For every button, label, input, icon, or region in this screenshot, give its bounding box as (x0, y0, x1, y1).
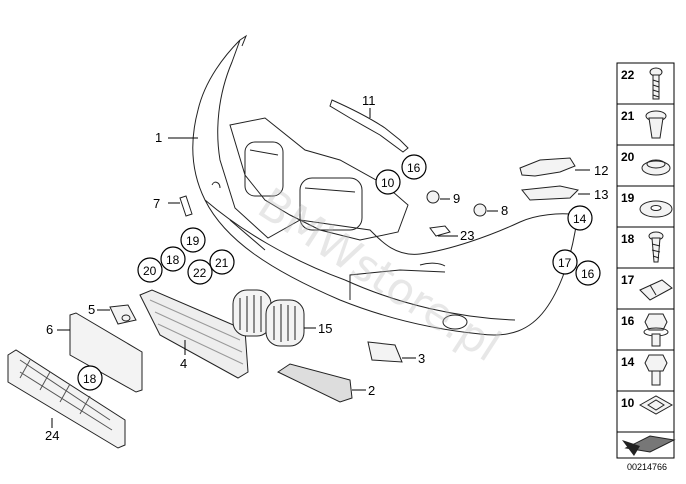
circled-ref-20: 20 (137, 257, 163, 283)
svg-text:10: 10 (381, 176, 395, 190)
callout-label: 11 (362, 93, 376, 108)
callout-label: 5 (88, 302, 95, 317)
callout-label: 9 (453, 191, 460, 206)
circled-ref-18: 18 (160, 246, 186, 272)
callout-label: 4 (180, 356, 187, 371)
callout-label: 1 (155, 130, 162, 145)
svg-text:17: 17 (558, 256, 572, 270)
arrow-pointer-icon (622, 435, 676, 456)
legend-number: 21 (621, 109, 635, 123)
svg-text:20: 20 (143, 264, 157, 278)
hex-bolt-icon (644, 354, 668, 386)
callout-label: 8 (501, 203, 508, 218)
part-11-strip: 11 (329, 93, 409, 153)
upper-grille-carrier (229, 117, 409, 241)
bumper-cover (192, 34, 579, 336)
svg-text:16: 16 (407, 161, 421, 175)
circled-ref-16: 16 (401, 154, 427, 180)
screw-icon (649, 67, 663, 100)
part-7-cap: 7 (153, 195, 193, 217)
part-6-plate-holder: 6 (46, 312, 143, 393)
circled-ref-21: 21 (209, 249, 235, 275)
legend-number: 20 (621, 150, 635, 164)
square-nut-icon (638, 395, 674, 415)
circled-ref-18: 18 (77, 365, 103, 391)
circled-ref-16: 16 (575, 260, 601, 286)
part-5-tow-cover: 5 (88, 302, 137, 325)
legend-number: 10 (621, 396, 635, 410)
legend-number: 18 (621, 232, 635, 246)
part-9-clip: 9 (426, 190, 460, 206)
legend-number: 16 (621, 314, 635, 328)
part-24-carrier: 24 (7, 349, 126, 449)
hex-bolt-washer-icon (643, 313, 669, 347)
circled-ref-10: 10 (375, 169, 401, 195)
callout-23: 23 (438, 228, 474, 243)
part-12-bracket: 12 (519, 157, 608, 178)
part-2-side-grille: 2 (276, 363, 375, 403)
part-4-lower-grille: 4 (139, 289, 249, 379)
plastic-screw-icon (648, 231, 664, 263)
callout-1: 1 (155, 130, 198, 145)
rubber-grommet-icon (641, 159, 671, 176)
callout-label: 15 (318, 321, 332, 336)
svg-text:21: 21 (215, 256, 229, 270)
part-8-clip: 8 (473, 203, 508, 218)
svg-text:18: 18 (166, 253, 180, 267)
callout-label: 23 (460, 228, 474, 243)
svg-text:14: 14 (573, 212, 587, 226)
fastener-legend: 22 21 20 19 18 17 16 14 10 (616, 62, 676, 459)
part-13-bracket: 13 (521, 185, 608, 202)
legend-number: 22 (621, 68, 635, 82)
diagram-id: 00214766 (627, 462, 667, 472)
expanding-rivet-icon (645, 110, 667, 139)
legend-number: 14 (621, 355, 635, 369)
circled-ref-22: 22 (187, 259, 213, 285)
circled-ref-17: 17 (552, 249, 578, 275)
legend-number: 19 (621, 191, 635, 205)
callout-label: 2 (368, 383, 375, 398)
part-3-cover: 3 (367, 341, 425, 366)
callout-label: 3 (418, 351, 425, 366)
callout-label: 6 (46, 322, 53, 337)
callout-label: 12 (594, 163, 608, 178)
legend-number: 17 (621, 273, 635, 287)
circled-ref-14: 14 (567, 205, 593, 231)
washer-icon (639, 200, 673, 218)
svg-text:16: 16 (581, 267, 595, 281)
callout-label: 13 (594, 187, 608, 202)
svg-text:19: 19 (186, 234, 200, 248)
svg-text:18: 18 (83, 372, 97, 386)
callout-label: 7 (153, 196, 160, 211)
clip-nut-icon (639, 279, 673, 301)
callout-label: 24 (45, 428, 59, 443)
svg-text:22: 22 (193, 266, 207, 280)
circled-ref-19: 19 (180, 227, 206, 253)
part-15-kidney-grille: 15 (232, 289, 332, 347)
